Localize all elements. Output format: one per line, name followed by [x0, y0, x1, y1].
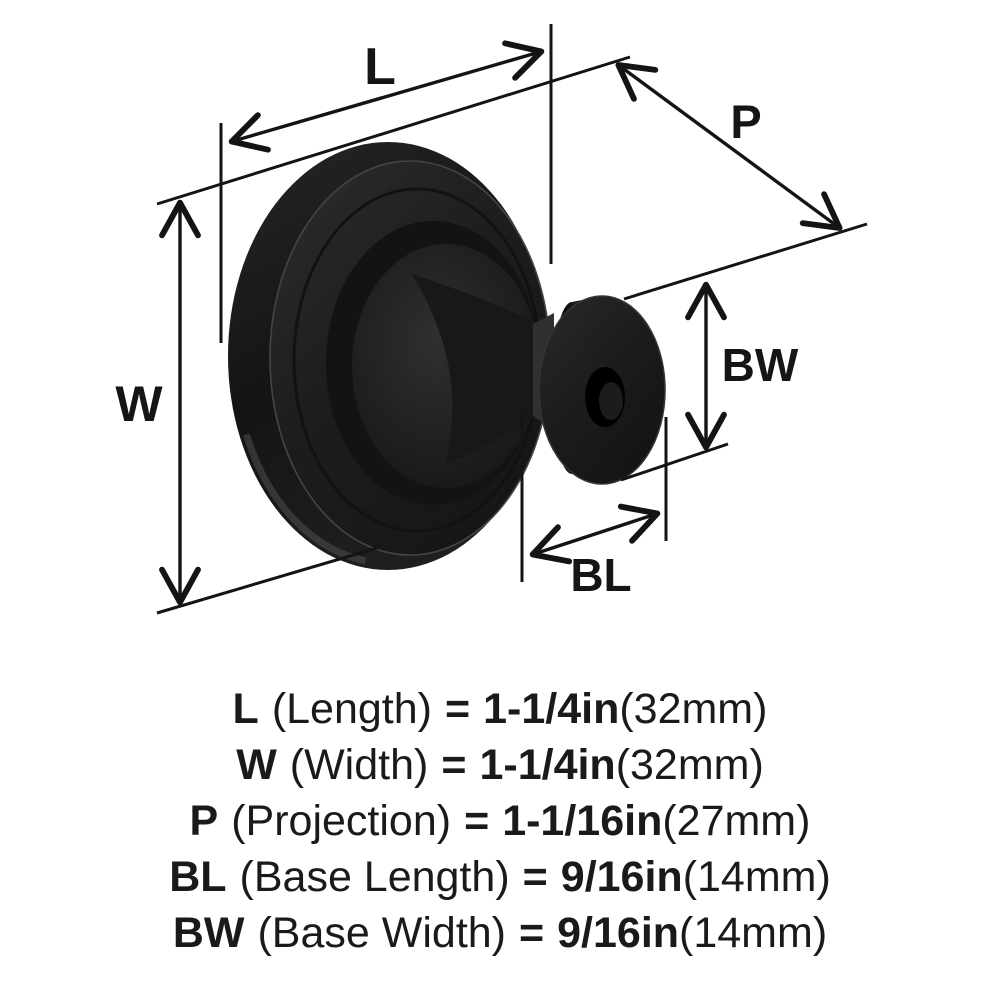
spec-value: 1-1/16in	[502, 796, 663, 845]
screw-hole-inner-shade	[599, 382, 623, 420]
spec-row-projection: P (Projection) = 1-1/16in (27mm)	[0, 793, 1000, 849]
spec-equals: =	[519, 908, 545, 957]
knob-stem	[412, 274, 533, 464]
spec-equals: =	[464, 796, 490, 845]
dimension-arrows	[159, 40, 843, 606]
label-length: L	[364, 38, 396, 96]
spec-row-base-length: BL (Base Length) = 9/16in (14mm)	[0, 849, 1000, 905]
spec-abbr: P	[189, 796, 219, 845]
label-base-width: BW	[722, 339, 799, 391]
spec-value: 1-1/4in	[483, 684, 620, 733]
spec-abbr: BW	[172, 908, 245, 957]
spec-metric: (14mm)	[679, 908, 828, 957]
spec-metric: (32mm)	[615, 740, 764, 789]
spec-row-base-width: BW (Base Width) = 9/16in (14mm)	[0, 905, 1000, 961]
spec-equals: =	[444, 684, 471, 733]
knob-dimension-figure: L W P BW BL	[115, 24, 868, 615]
ext-line-bottom-tangent	[156, 546, 378, 615]
spec-name: (Base Width)	[257, 908, 506, 957]
spec-abbr: BL	[169, 852, 227, 901]
spec-name: (Length)	[271, 684, 432, 733]
label-width: W	[115, 376, 163, 432]
spec-abbr: L	[232, 684, 259, 733]
spec-row-length: L (Length) = 1-1/4in (32mm)	[0, 681, 1000, 737]
spec-name: (Projection)	[231, 796, 452, 845]
dim-arrow-length	[228, 40, 545, 153]
spec-row-width: W (Width) = 1-1/4in (32mm)	[0, 737, 1000, 793]
dim-arrow-projection	[615, 62, 843, 231]
label-base-length: BL	[570, 549, 631, 601]
spec-value: 1-1/4in	[479, 740, 616, 789]
spec-equals: =	[522, 852, 548, 901]
spec-name: (Width)	[289, 740, 429, 789]
label-projection: P	[730, 95, 761, 148]
ext-line-projection-far	[623, 222, 868, 301]
knob-render	[228, 142, 666, 570]
spec-name: (Base Length)	[239, 852, 510, 901]
spec-metric: (32mm)	[619, 684, 768, 733]
spec-value: 9/16in	[557, 908, 680, 957]
dimension-spec-list: L (Length) = 1-1/4in (32mm) W (Width) = …	[0, 681, 1000, 961]
spec-equals: =	[441, 740, 467, 789]
spec-abbr: W	[236, 740, 277, 789]
spec-metric: (14mm)	[682, 852, 831, 901]
spec-metric: (27mm)	[662, 796, 811, 845]
spec-value: 9/16in	[560, 852, 683, 901]
dim-arrow-base-length	[529, 503, 661, 565]
